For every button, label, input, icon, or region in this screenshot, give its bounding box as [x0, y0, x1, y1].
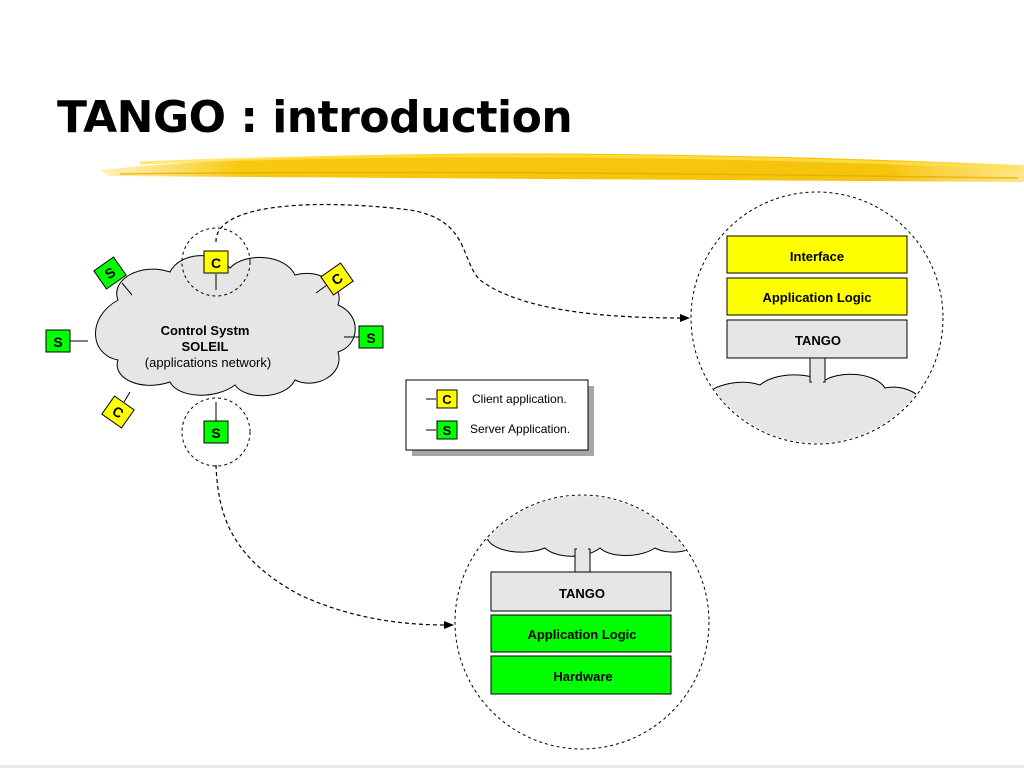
- legend-server-swatch-letter: S: [443, 423, 452, 438]
- server-highlight-circle: [181, 397, 251, 467]
- client-node-bottom-left: C: [101, 391, 135, 429]
- server-layer-tango: TANGO: [559, 586, 605, 601]
- client-node-letter: C: [211, 255, 221, 271]
- client-detail-zoom: Interface Application Logic TANGO: [690, 191, 944, 445]
- footer-divider: [0, 765, 1024, 768]
- client-layer-application-logic: Application Logic: [762, 290, 871, 305]
- client-node-right: C: [315, 262, 354, 296]
- server-node-left: S: [45, 329, 88, 353]
- server-node-bottom: S: [203, 402, 229, 444]
- server-node-letter: S: [53, 334, 62, 350]
- server-zoom-connector: [215, 464, 447, 626]
- legend-box: C Client application. S Server Applicati…: [405, 379, 594, 456]
- network-title-line: Control Systm: [161, 323, 250, 338]
- network-name-line: SOLEIL: [182, 339, 229, 354]
- server-node-letter: S: [366, 330, 375, 346]
- legend-client-label: Client application.: [472, 392, 567, 406]
- server-layer-application-logic: Application Logic: [527, 627, 636, 642]
- client-zoom-connector: [215, 203, 683, 319]
- client-node-top: C: [203, 250, 229, 290]
- client-layer-tango: TANGO: [795, 333, 841, 348]
- server-zoom-arrowhead: [444, 621, 454, 629]
- legend-server-label: Server Application.: [470, 422, 570, 436]
- server-node-right: S: [344, 325, 384, 349]
- server-node-top-left: S: [93, 256, 133, 296]
- network-cloud: Control Systm SOLEIL (applications netwo…: [95, 255, 356, 397]
- server-node-letter: S: [211, 425, 220, 441]
- legend-client-swatch-letter: C: [442, 392, 452, 407]
- server-layer-hardware: Hardware: [553, 669, 612, 684]
- client-zoom-arrowhead: [680, 314, 690, 322]
- network-subtitle-line: (applications network): [145, 355, 271, 370]
- client-highlight-circle: [181, 227, 251, 297]
- client-layer-interface: Interface: [790, 249, 844, 264]
- server-detail-zoom: TANGO Application Logic Hardware: [454, 494, 710, 750]
- title-highlight-stroke: [100, 153, 1024, 182]
- slide-title: TANGO : introduction: [57, 92, 573, 143]
